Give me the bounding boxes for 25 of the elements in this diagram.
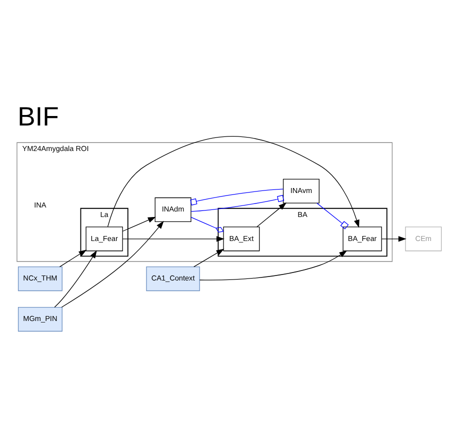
node-box: BA_Ext	[222, 226, 260, 252]
connector	[190, 188, 284, 206]
arrow	[193, 248, 224, 268]
diagram-title: BIF	[17, 102, 58, 132]
node-box: INAdm	[154, 197, 191, 222]
arrow	[256, 202, 286, 228]
node-box: NCx_THM	[17, 266, 62, 292]
node-box: CA1_Context	[146, 266, 200, 292]
arrow	[54, 250, 96, 308]
arrow	[381, 236, 406, 242]
node-box: BA_Fear	[342, 226, 382, 252]
arrow	[122, 236, 224, 242]
arrow	[58, 250, 86, 268]
node-box: INAvm	[282, 178, 319, 204]
arrow	[198, 250, 347, 280]
connector	[190, 216, 224, 233]
node-box: CEm	[404, 226, 442, 252]
node-box: La_Fear	[85, 226, 122, 252]
node-box: MGm_PIN	[17, 307, 62, 332]
arrow	[122, 216, 156, 232]
arrow	[106, 136, 359, 228]
connector	[190, 194, 284, 212]
label: INA	[34, 200, 46, 210]
arrow	[60, 220, 164, 308]
connector	[316, 202, 348, 230]
